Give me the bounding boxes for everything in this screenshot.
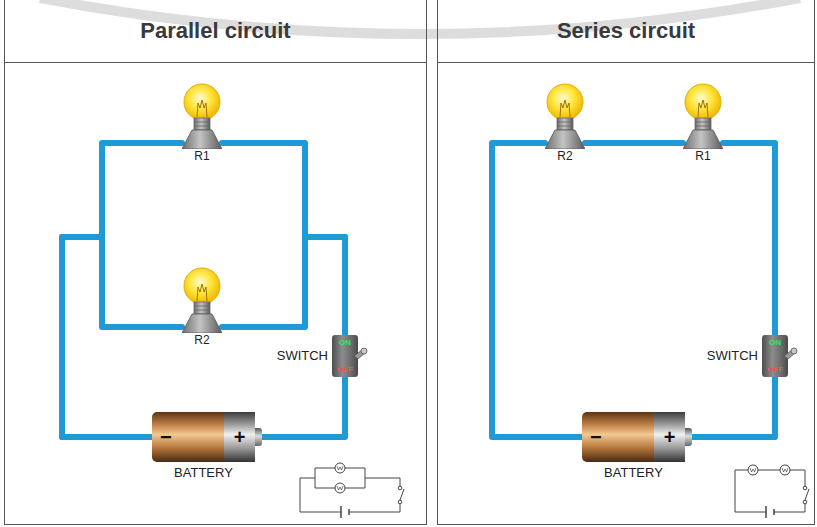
bulb-screw xyxy=(557,118,573,130)
panel-heading-band: Series circuit xyxy=(438,0,814,63)
schematic-switch xyxy=(803,486,807,490)
schematic-battery xyxy=(341,506,349,518)
schematic-switch xyxy=(398,500,402,504)
battery-negative-end: − xyxy=(152,412,224,462)
bulb-thread xyxy=(695,122,711,126)
schematic-wire xyxy=(735,470,805,512)
bulb-screw xyxy=(194,118,210,130)
switch-on-label: ON xyxy=(762,338,788,347)
schematic-lamp xyxy=(335,463,345,473)
bulb-filament xyxy=(197,284,207,301)
wire xyxy=(492,143,582,437)
bulb-glass xyxy=(685,84,721,120)
wire xyxy=(222,237,345,335)
switch-lever xyxy=(782,347,798,365)
panel-heading: Parallel circuit xyxy=(140,18,290,44)
bulb-thread xyxy=(194,306,210,310)
battery-terminal xyxy=(685,428,692,446)
switch-knob xyxy=(791,348,797,354)
circuit-panel: Parallel circuitR1R2SWITCHONOFF−+BATTERY xyxy=(4,0,427,525)
switch-label: SWITCH xyxy=(707,348,758,363)
schematic-wire xyxy=(300,478,400,512)
bulb-component: R2 xyxy=(182,265,222,347)
bulb-graphic xyxy=(182,265,222,333)
battery-label: BATTERY xyxy=(582,465,685,480)
battery-plus: + xyxy=(664,426,676,448)
schematic-filament xyxy=(337,466,343,490)
bulb-label: R2 xyxy=(557,149,572,163)
wire xyxy=(62,237,182,437)
schematic-switch xyxy=(803,500,807,504)
bulb-glass xyxy=(547,84,583,120)
battery-minus: − xyxy=(590,426,602,448)
schematic-switch xyxy=(400,489,404,500)
wire xyxy=(723,143,775,335)
battery-label: BATTERY xyxy=(152,465,255,480)
series-schematic xyxy=(735,465,809,518)
bulb-label: R2 xyxy=(194,333,209,347)
panel-heading-band: Parallel circuit xyxy=(5,0,426,63)
bulb-socket xyxy=(545,130,585,149)
wire xyxy=(585,140,683,146)
switch-lever xyxy=(352,347,368,365)
schematic-battery xyxy=(766,506,774,518)
bulb-filament xyxy=(197,100,207,117)
battery-component: −+BATTERY xyxy=(152,412,262,480)
switch-off-label: OFF xyxy=(332,365,358,374)
schematic-lamp xyxy=(780,465,790,475)
switch-component: SWITCHONOFF xyxy=(762,335,788,377)
schematic-switch xyxy=(805,489,809,500)
switch-off-label: OFF xyxy=(762,365,788,374)
bulb-component: R2 xyxy=(545,81,585,163)
wire xyxy=(62,143,182,437)
switch-knob xyxy=(361,348,367,354)
switch-component: SWITCHONOFF xyxy=(332,335,358,377)
schematic-lamp xyxy=(335,483,345,493)
bulb-graphic xyxy=(683,81,723,149)
bulb-component: R1 xyxy=(182,81,222,163)
schematic-switch xyxy=(398,486,402,490)
wire xyxy=(692,377,775,437)
bulb-filament xyxy=(698,100,708,117)
wire xyxy=(222,143,345,335)
battery-body: −+ xyxy=(582,412,692,462)
battery-negative-end: − xyxy=(582,412,654,462)
bulb-filament xyxy=(560,100,570,117)
battery-minus: − xyxy=(160,426,172,448)
bulb-graphic xyxy=(182,81,222,149)
panel-heading: Series circuit xyxy=(557,18,695,44)
bulb-label: R1 xyxy=(194,149,209,163)
battery-terminal xyxy=(255,428,262,446)
switch-label: SWITCH xyxy=(277,348,328,363)
battery-component: −+BATTERY xyxy=(582,412,692,480)
battery-plus: + xyxy=(234,426,246,448)
wire xyxy=(262,377,345,437)
bulb-socket xyxy=(182,130,222,149)
bulb-glass xyxy=(184,268,220,304)
battery-positive-end: + xyxy=(654,412,685,462)
bulb-thread xyxy=(194,122,210,126)
battery-body: −+ xyxy=(152,412,262,462)
bulb-screw xyxy=(695,118,711,130)
parallel-schematic xyxy=(300,463,404,518)
bulb-socket xyxy=(683,130,723,149)
schematic-lamp xyxy=(748,465,758,475)
schematic-filament xyxy=(750,468,788,472)
bulb-glass xyxy=(184,84,220,120)
switch-on-label: ON xyxy=(332,338,358,347)
bulb-graphic xyxy=(545,81,585,149)
bulb-screw xyxy=(194,302,210,314)
bulb-thread xyxy=(557,122,573,126)
bulb-component: R1 xyxy=(683,81,723,163)
circuit-panel: Series circuitR2R1SWITCHONOFF−+BATTERY xyxy=(437,0,815,525)
battery-positive-end: + xyxy=(224,412,255,462)
bulb-socket xyxy=(182,314,222,333)
bulb-label: R1 xyxy=(695,149,710,163)
